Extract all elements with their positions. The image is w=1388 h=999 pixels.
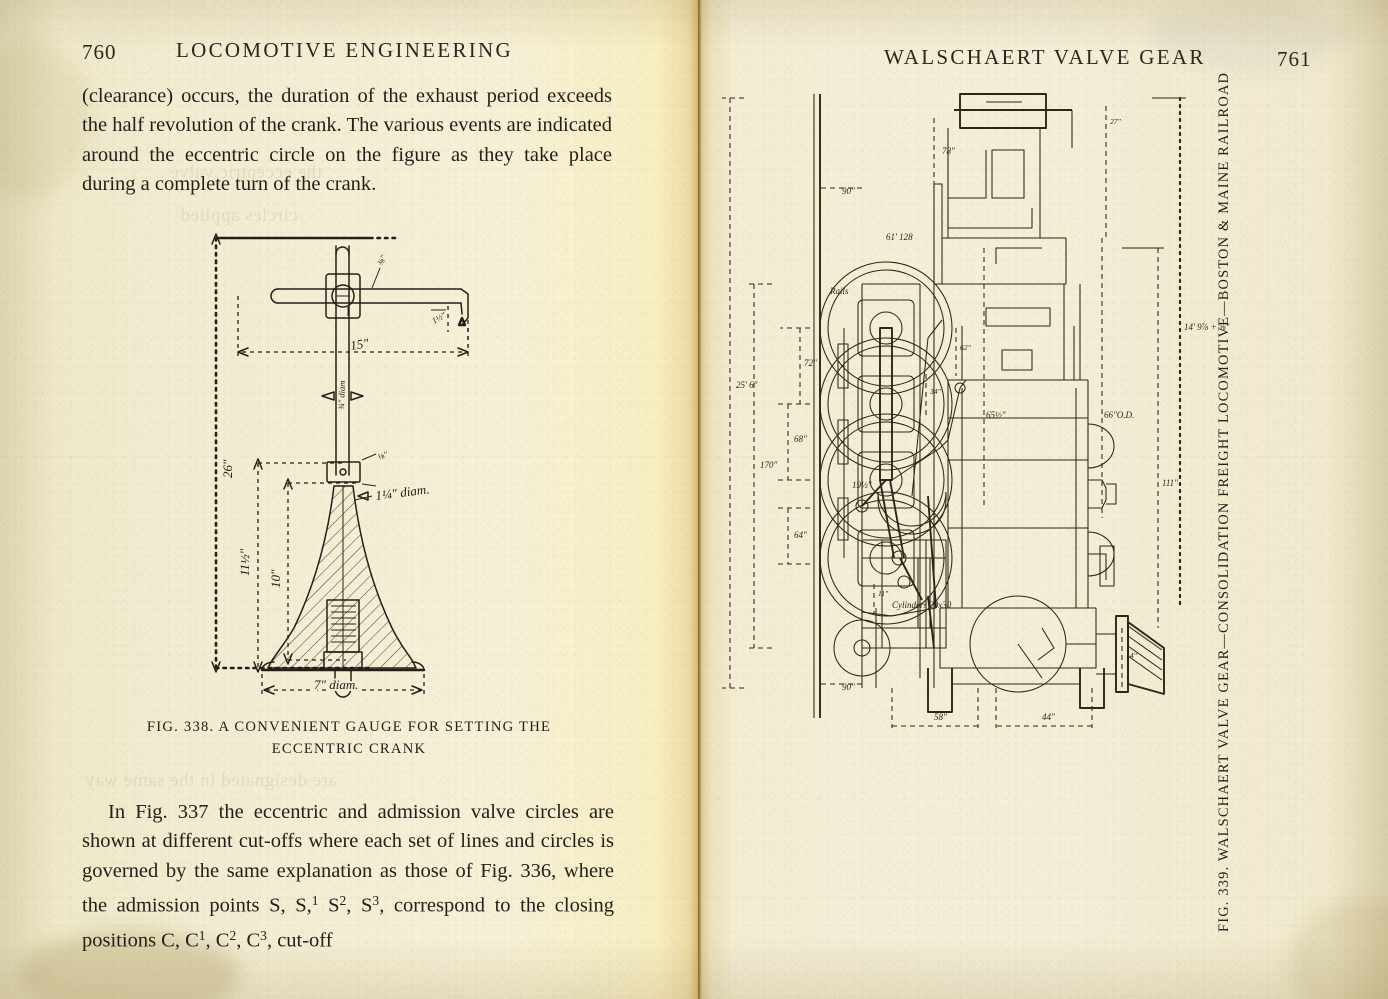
right-leaf [700,0,1388,999]
svg-text:65½": 65½" [986,410,1006,420]
svg-text:25' 6": 25' 6" [736,380,758,390]
figure-338-gauge: 26" 11½" 10" [196,228,486,708]
svg-text:¾" diam: ¾" diam [336,380,347,410]
svg-text:64": 64" [794,530,807,540]
svg-text:34": 34" [929,387,942,396]
svg-text:72": 72" [804,358,817,368]
figure-338-caption: FIG. 338. A CONVENIENT GAUGE FOR SETTING… [82,716,616,760]
svg-text:Cylinders 20x30: Cylinders 20x30 [892,600,952,610]
gutter-fold-line [698,0,699,999]
svg-text:15": 15" [349,335,370,353]
book-gutter [688,0,710,999]
svg-text:27": 27" [1110,117,1122,126]
svg-text:Rails: Rails [829,286,849,296]
svg-text:58": 58" [934,712,947,722]
left-paragraph-1: (clearance) occurs, the duration of the … [82,82,612,200]
svg-text:⅜": ⅜" [375,253,389,267]
caption-line-2: ECCENTRIC CRANK [271,741,427,757]
svg-text:68": 68" [794,434,807,444]
svg-text:61' 128: 61' 128 [886,232,913,242]
paragraph-text: (clearance) occurs, the duration of the … [82,85,612,196]
svg-text:66"O.D.: 66"O.D. [1104,410,1134,420]
svg-text:11": 11" [878,589,889,598]
svg-text:1½": 1½" [430,310,448,326]
svg-text:19½": 19½" [852,480,872,490]
svg-text:62": 62" [960,343,972,352]
figure-339-caption: FIG. 339. WALSCHAERT VALVE GEAR—CONSOLID… [1216,71,1232,932]
paragraph-text: In Fig. 337 the eccentric and admission … [82,801,614,952]
svg-text:14' 9⅞ + ⅝": 14' 9⅞ + ⅝" [1184,322,1230,332]
svg-text:10": 10" [268,569,283,588]
svg-text:170": 170" [760,460,778,470]
gauge-drawing: 26" 11½" 10" [211,233,469,698]
caption-line-1: FIG. 338. A CONVENIENT GAUGE FOR SETTING… [146,719,552,735]
locomotive-drawing: Cylinders 20x30 [722,93,1230,728]
left-paragraph-2: In Fig. 337 the eccentric and admission … [82,798,614,956]
svg-text:90": 90" [842,186,855,196]
svg-text:78": 78" [942,146,955,156]
figure-339-locomotive: Cylinders 20x30 [722,88,1230,948]
right-running-head: WALSCHAERT VALVE GEAR [884,45,1206,69]
right-page-folio: 761 [1277,47,1312,71]
svg-text:111": 111" [1162,478,1178,488]
svg-text:⅛": ⅛" [376,449,389,462]
svg-text:26": 26" [220,459,235,478]
svg-text:1¼" diam.: 1¼" diam. [375,481,431,502]
left-page-folio: 760 [82,40,117,64]
svg-text:11½": 11½" [237,548,252,576]
svg-text:90": 90" [842,682,855,692]
left-running-head: LOCOMOTIVE ENGINEERING [176,38,513,62]
svg-text:7" diam.: 7" diam. [314,677,358,692]
svg-text:44": 44" [1042,712,1055,722]
svg-text:14": 14" [1126,651,1138,660]
